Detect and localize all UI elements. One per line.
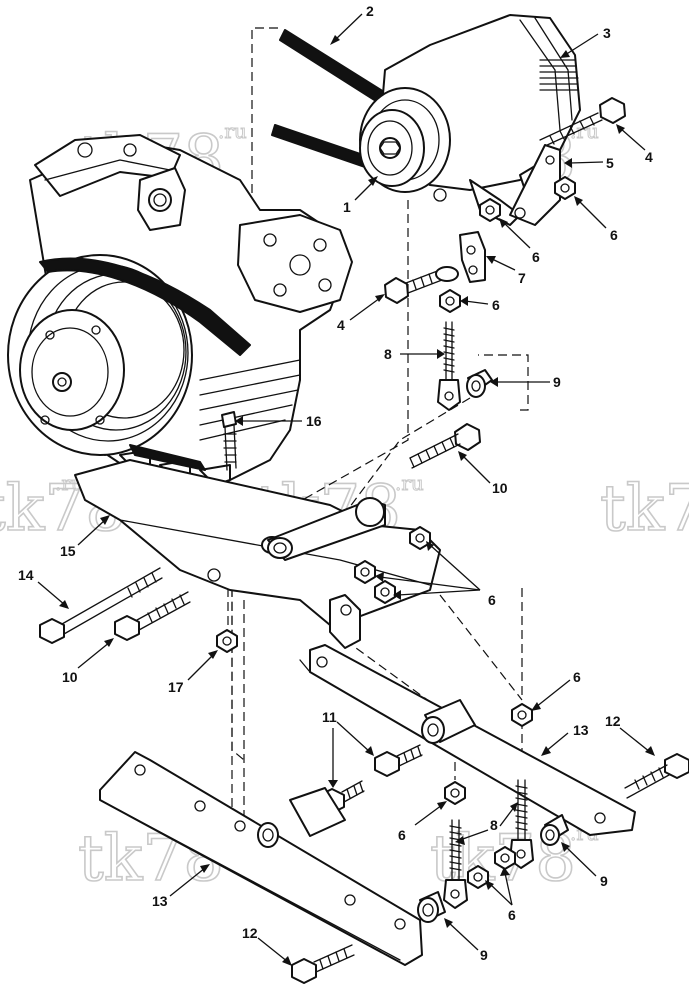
bolt-4-middle <box>384 266 461 313</box>
callout-8: 8 <box>490 817 498 833</box>
adjusting-bracket-5 <box>509 144 561 226</box>
callout-5: 5 <box>606 155 614 171</box>
bolt-12-bottom <box>291 944 355 984</box>
callout-15: 15 <box>60 543 76 559</box>
callout-6: 6 <box>508 907 516 923</box>
callout-4: 4 <box>645 149 653 165</box>
threaded-rod-8-upper <box>437 321 461 411</box>
alternator <box>359 14 581 226</box>
bracket-7 <box>459 231 486 283</box>
callout-11: 11 <box>322 709 337 725</box>
callout-4: 4 <box>337 317 345 333</box>
callout-9: 9 <box>553 374 561 390</box>
watermark-suffix: .ru <box>395 471 424 495</box>
watermarks: tk78 .ru tk78 .ru tk78 .ru tk78 .ru tk78… <box>0 119 689 897</box>
callout-labels: 1 2 3 4 4 5 6 6 6 6 6 6 6 7 8 8 9 9 9 10… <box>18 3 653 963</box>
rail-13-left <box>99 751 423 966</box>
callout-10: 10 <box>492 480 508 496</box>
callout-2: 2 <box>366 3 374 19</box>
callout-6: 6 <box>492 297 500 313</box>
callout-6: 6 <box>573 669 581 685</box>
callout-12: 12 <box>605 713 621 729</box>
nut-6-lower <box>444 781 466 805</box>
compressor-assembly <box>7 134 353 491</box>
watermark-text: tk78 <box>600 472 689 546</box>
nuts-6-upper <box>479 176 576 222</box>
bolt-14 <box>39 567 163 644</box>
bolt-12-right <box>624 753 689 799</box>
callout-3: 3 <box>603 25 611 41</box>
nut-6-right <box>511 703 533 727</box>
callout-9: 9 <box>600 873 608 889</box>
callout-6: 6 <box>532 249 540 265</box>
callout-6: 6 <box>398 827 406 843</box>
callout-14: 14 <box>18 567 34 583</box>
bolt-10-lower <box>114 591 191 641</box>
nuts-6-lower-pair <box>467 846 516 889</box>
callout-13: 13 <box>573 722 589 738</box>
spacers-9-lower <box>417 814 569 923</box>
callout-9: 9 <box>480 947 488 963</box>
nuts-6-cluster <box>354 526 431 604</box>
leader-lines <box>37 13 655 966</box>
bolt-10-upper <box>409 423 481 469</box>
mounting-bracket-15 <box>74 459 441 649</box>
callout-1: 1 <box>343 199 351 215</box>
bolt-16 <box>221 411 237 471</box>
callout-10: 10 <box>62 669 78 685</box>
callout-12: 12 <box>242 925 258 941</box>
nut-17 <box>216 629 238 653</box>
rail-13-right <box>299 644 636 836</box>
callout-6: 6 <box>488 592 496 608</box>
callout-16: 16 <box>306 413 322 429</box>
callout-13: 13 <box>152 893 168 909</box>
callout-17: 17 <box>168 679 184 695</box>
watermark-suffix: .ru <box>218 119 247 143</box>
callout-8: 8 <box>384 346 392 362</box>
bolt-4-upper <box>539 97 626 147</box>
spacer-9-upper <box>466 369 493 398</box>
callout-7: 7 <box>518 270 526 286</box>
callout-6: 6 <box>610 227 618 243</box>
